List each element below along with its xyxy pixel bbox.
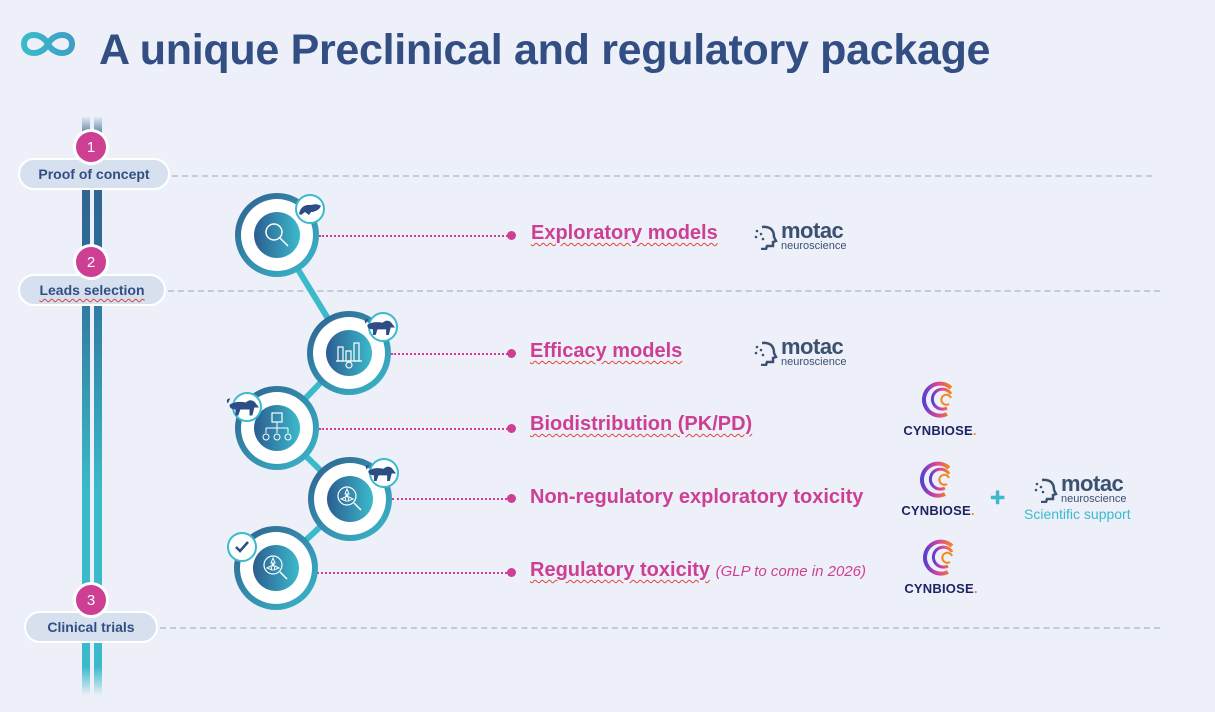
spiral-logo-icon	[920, 461, 951, 498]
connector-line	[392, 498, 511, 500]
cynbiose-logo: CYNBIOSE.	[901, 538, 981, 596]
regulatory-toxicity-node	[234, 526, 318, 610]
step-number-3: 3	[73, 582, 109, 618]
step-number-2: 2	[73, 244, 109, 280]
head-logo-icon	[754, 341, 778, 366]
model-label: Efficacy models	[530, 340, 683, 362]
connector-line	[391, 353, 511, 355]
connector-dot	[507, 568, 516, 577]
stage-divider	[168, 290, 1160, 292]
monkey-icon	[365, 458, 399, 488]
monkey-icon	[226, 392, 262, 422]
stage-divider	[160, 627, 1160, 629]
stage-divider	[172, 175, 1152, 177]
monkey-icon	[364, 312, 398, 342]
connector-line	[319, 235, 511, 237]
step-number-1: 1	[73, 129, 109, 165]
title-logo	[18, 26, 78, 62]
step-label: Leads selection	[39, 282, 145, 298]
rat-icon	[295, 194, 325, 224]
connector-dot	[507, 424, 516, 433]
spiral-logo-icon	[923, 539, 954, 576]
exploratory-node	[235, 193, 319, 277]
timeline-rail	[82, 116, 90, 696]
spiral-logo-icon	[922, 381, 953, 418]
timeline-rail	[94, 116, 102, 696]
connector-line	[319, 428, 511, 430]
distribution-icon	[262, 412, 292, 441]
bar-chart-gear-icon	[336, 342, 362, 369]
model-sublabel: (GLP to come in 2026)	[715, 563, 866, 580]
step-label: Proof of concept	[38, 166, 150, 182]
connector-dot	[507, 231, 516, 240]
radiation-search-icon	[337, 486, 362, 511]
connector-line	[317, 572, 511, 574]
connector-dot	[507, 349, 516, 358]
search-icon	[265, 223, 289, 247]
connector-dot	[507, 494, 516, 503]
head-logo-icon	[754, 225, 778, 250]
plus-icon: +	[990, 482, 1006, 512]
head-logo-icon	[1034, 478, 1058, 503]
scientific-support-label: Scientific support	[1024, 506, 1131, 522]
cynbiose-logo: CYNBIOSE.	[898, 460, 978, 518]
infinity-icon	[20, 32, 76, 56]
model-label: Biodistribution (PK/PD)	[530, 413, 753, 435]
page-title: A unique Preclinical and regulatory pack…	[99, 26, 991, 74]
efficacy-node	[307, 311, 391, 395]
model-label: Exploratory models	[531, 222, 718, 244]
model-label: Regulatory toxicity (GLP to come in 2026…	[530, 559, 866, 581]
radiation-search-icon	[263, 555, 288, 580]
check-icon	[227, 532, 257, 562]
cynbiose-logo: CYNBIOSE.	[900, 380, 980, 438]
model-label: Non-regulatory exploratory toxicity	[530, 486, 864, 508]
step-label: Clinical trials	[47, 619, 135, 635]
